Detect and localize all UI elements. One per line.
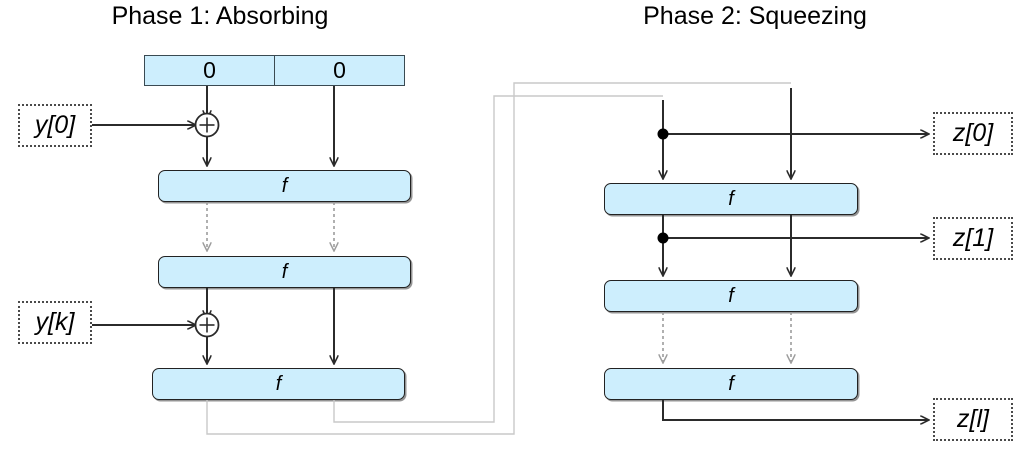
phase1-permutation-f-2: f (158, 256, 411, 288)
wire-f3-to-zl (662, 400, 928, 420)
wire-feedback-capacity-phase1-to-phase2 (333, 95, 663, 423)
phase2-permutation-f-2: f (604, 280, 858, 312)
phase2-permutation-f-1: f (604, 183, 858, 215)
phase1-permutation-f-3: f (152, 368, 405, 400)
output-label-z1: z[1] (933, 217, 1013, 260)
output-label-z0: z[0] (933, 112, 1013, 155)
input-label-yk: y[k] (18, 301, 92, 344)
phase2-title: Phase 2: Squeezing (643, 2, 867, 30)
xor-gate-2 (194, 312, 220, 338)
phase1-permutation-f-1: f (158, 170, 411, 202)
wire-feedback-rate-phase1-to-phase2 (206, 82, 791, 435)
tap-dot-z1 (657, 232, 669, 244)
phase1-state-rate-cell: 0 (144, 55, 275, 86)
xor-gate-1 (194, 112, 220, 138)
output-label-zl: z[l] (933, 398, 1013, 441)
phase1-title: Phase 1: Absorbing (111, 2, 329, 30)
input-label-y0: y[0] (18, 104, 92, 147)
phase1-state-capacity-cell: 0 (274, 55, 405, 86)
phase2-permutation-f-3: f (604, 368, 858, 400)
tap-dot-z0 (657, 128, 669, 140)
